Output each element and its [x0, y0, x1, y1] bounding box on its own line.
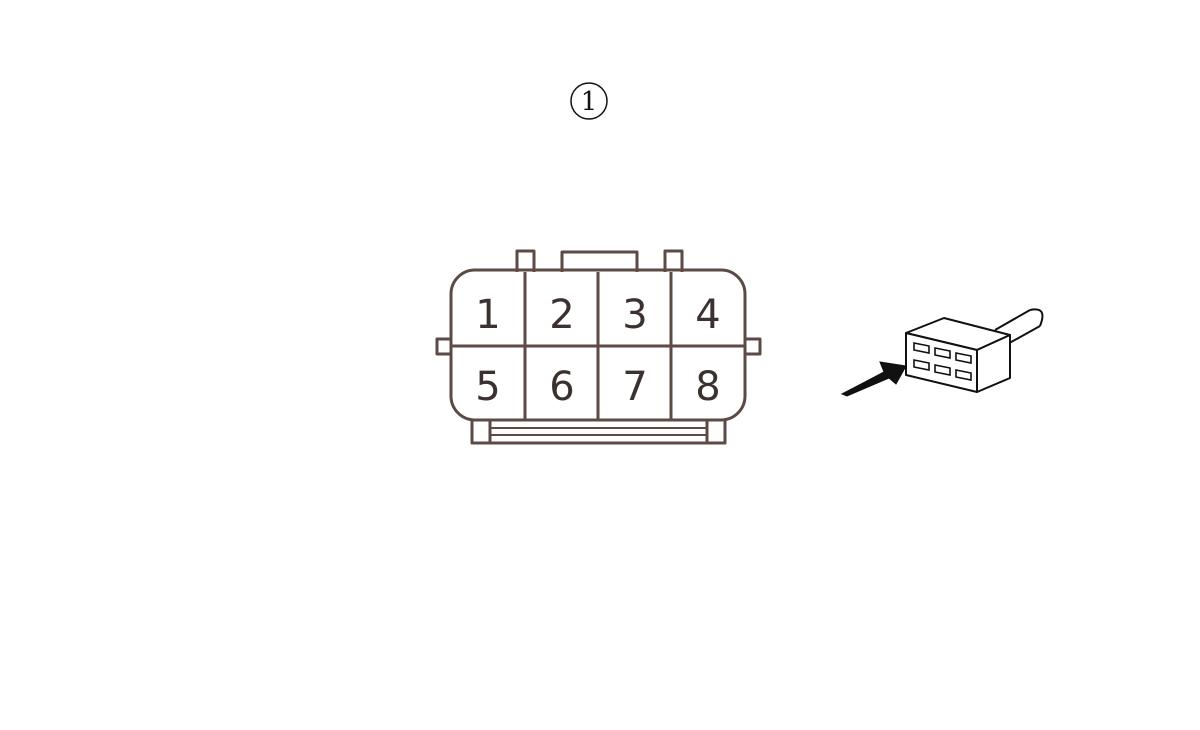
pin-5-label: 5 [475, 364, 500, 410]
view-arrow [840, 361, 907, 397]
callout-circle [570, 82, 608, 120]
pin-8-label: 8 [695, 364, 720, 410]
callout-marker: 1 [570, 82, 608, 120]
pin-2-label: 2 [549, 292, 574, 338]
connector-view-arrow-icon [840, 308, 1044, 397]
top-key-right [663, 249, 684, 272]
top-key-left [515, 249, 536, 272]
pin-3-label: 3 [622, 292, 647, 338]
callout-label: 1 [581, 87, 598, 117]
bottom-rail [470, 420, 727, 445]
top-lock-tab [560, 250, 639, 272]
pin-1-label: 1 [475, 292, 500, 338]
pin-labels: 1 2 3 4 5 6 7 8 [475, 292, 720, 410]
pin-4-label: 4 [695, 292, 720, 338]
mini-connector-cavities [913, 342, 972, 381]
pin-7-label: 7 [622, 364, 647, 410]
side-ear-right [745, 337, 762, 356]
side-ear-left [435, 337, 451, 356]
connector-face [435, 249, 762, 445]
pin-6-label: 6 [549, 364, 574, 410]
